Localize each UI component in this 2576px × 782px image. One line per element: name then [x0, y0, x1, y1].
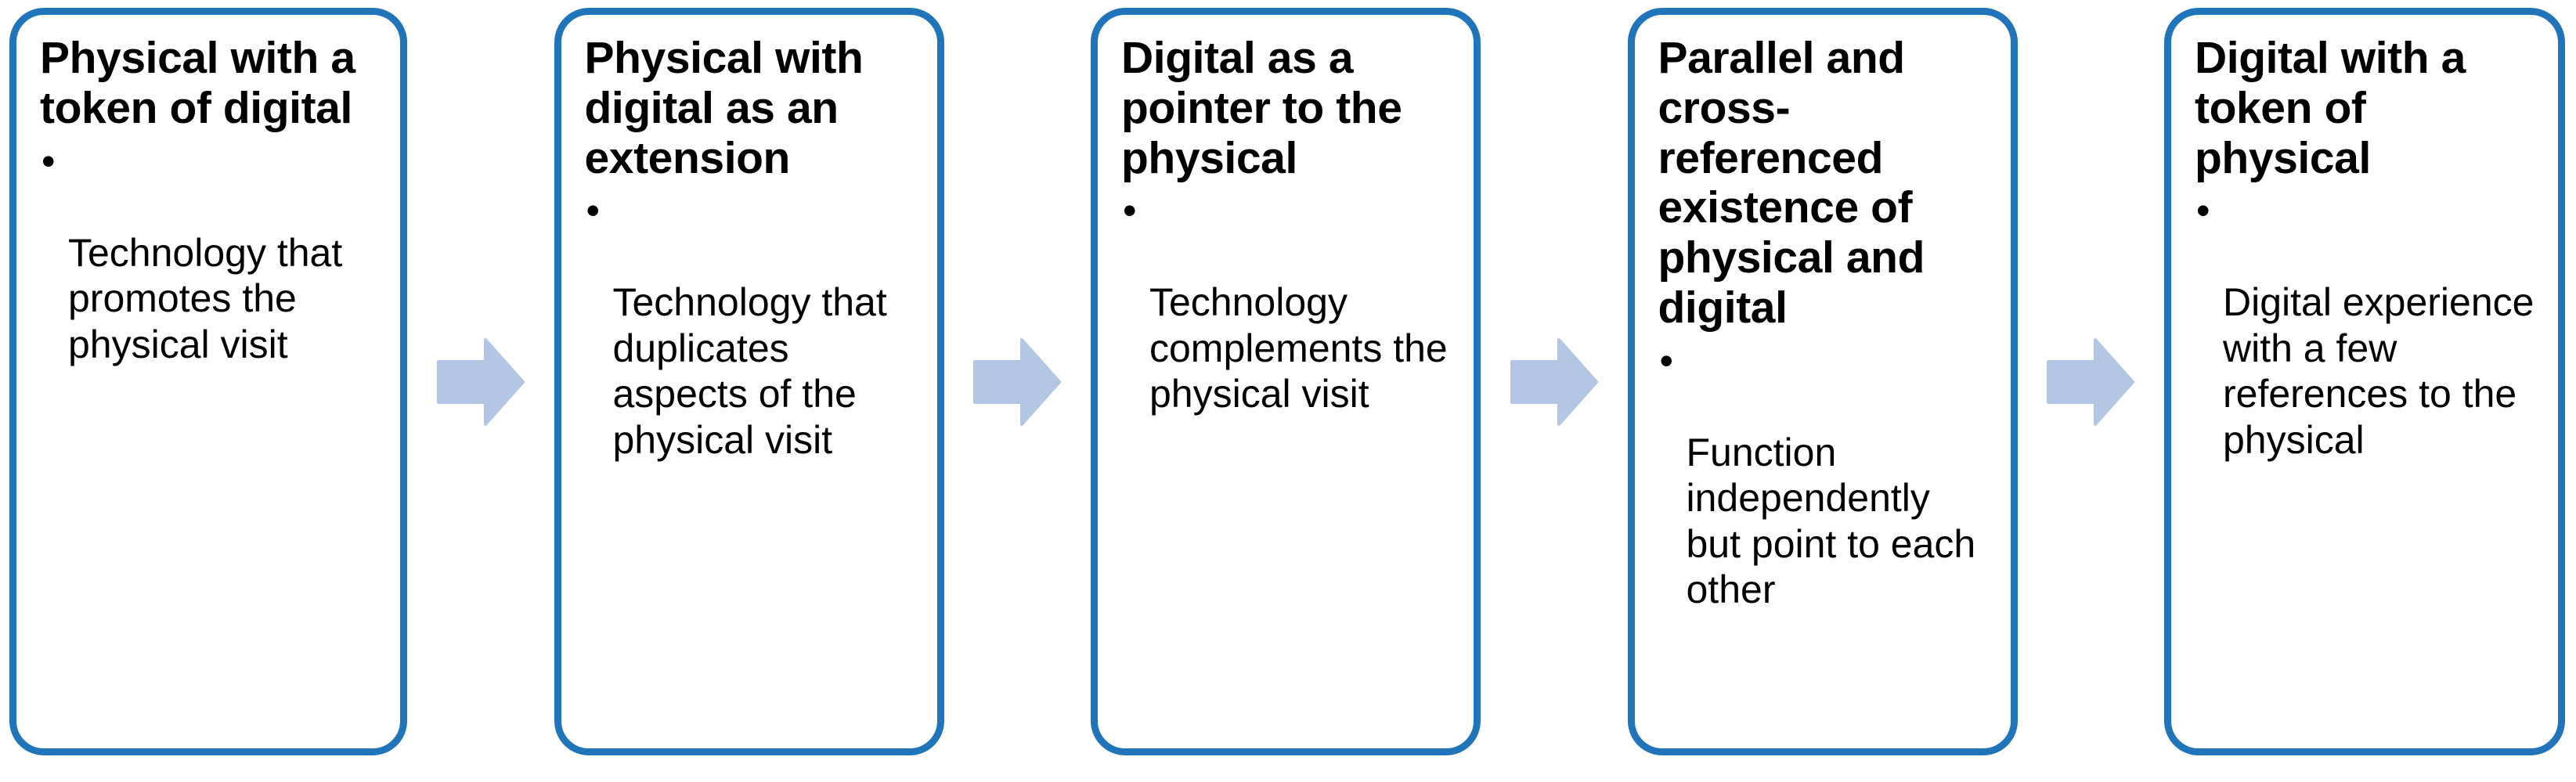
stage-2-heading: Physical with digital as an extension [584, 33, 864, 183]
stage-3-bullet-1: • Technology complements the physical vi… [1121, 188, 1453, 417]
right-block-arrow-icon [1510, 337, 1598, 426]
stage-5-bullet-1: • Digital experience with a few referenc… [2195, 188, 2538, 463]
stage-3-heading: Digital as a pointer to the physical [1121, 33, 1402, 183]
stage-5-bullet-1-text: Digital experience with a few references… [2223, 280, 2535, 462]
process-stage-3[interactable]: Digital as a pointer to the physical • T… [1091, 8, 1481, 755]
connector-2-to-3 [944, 8, 1091, 755]
stage-1-bullet-1-text: Technology that promotes the physical vi… [68, 230, 343, 366]
stage-5-heading: Digital with a token of physical [2195, 33, 2466, 183]
stage-4-heading: Parallel and cross-referenced existence … [1658, 33, 1925, 333]
stage-1-bullet-list: • Technology that promotes the physical … [40, 139, 380, 368]
right-block-arrow-icon [2047, 337, 2135, 426]
bullet-dot-icon: • [41, 139, 56, 183]
stage-5-bullet-list: • Digital experience with a few referenc… [2195, 188, 2538, 463]
stage-3-bullet-list: • Technology complements the physical vi… [1121, 188, 1453, 417]
stage-2-bullet-1: • Technology that duplicates aspects of … [585, 188, 917, 463]
stage-3-bullet-1-text: Technology complements the physical visi… [1149, 280, 1448, 416]
process-stage-4[interactable]: Parallel and cross-referenced existence … [1627, 8, 2018, 755]
stage-1-bullet-1: • Technology that promotes the physical … [40, 139, 380, 368]
stage-4-bullet-1: • Function independently but point to ea… [1658, 338, 1990, 613]
process-stage-2[interactable]: Physical with digital as an extension • … [554, 8, 944, 755]
process-stage-1[interactable]: Physical with a token of digital • Techn… [9, 8, 407, 755]
stage-2-bullet-list: • Technology that duplicates aspects of … [585, 188, 917, 463]
stage-4-bullet-list: • Function independently but point to ea… [1658, 338, 1990, 613]
right-block-arrow-icon [436, 337, 525, 426]
connector-4-to-5 [2018, 8, 2165, 755]
connector-3-to-4 [1481, 8, 1628, 755]
right-block-arrow-icon [973, 337, 1062, 426]
bullet-dot-icon: • [1659, 338, 1674, 383]
stage-2-bullet-1-text: Technology that duplicates aspects of th… [612, 280, 887, 462]
bullet-dot-icon: • [2196, 189, 2210, 233]
stage-1-heading: Physical with a token of digital [40, 33, 355, 133]
bullet-dot-icon: • [586, 189, 601, 233]
process-stage-5[interactable]: Digital with a token of physical • Digit… [2164, 8, 2565, 755]
stage-4-bullet-1-text: Function independently but point to each… [1686, 430, 1976, 612]
bullet-dot-icon: • [1123, 189, 1137, 233]
connector-1-to-2 [407, 8, 554, 755]
